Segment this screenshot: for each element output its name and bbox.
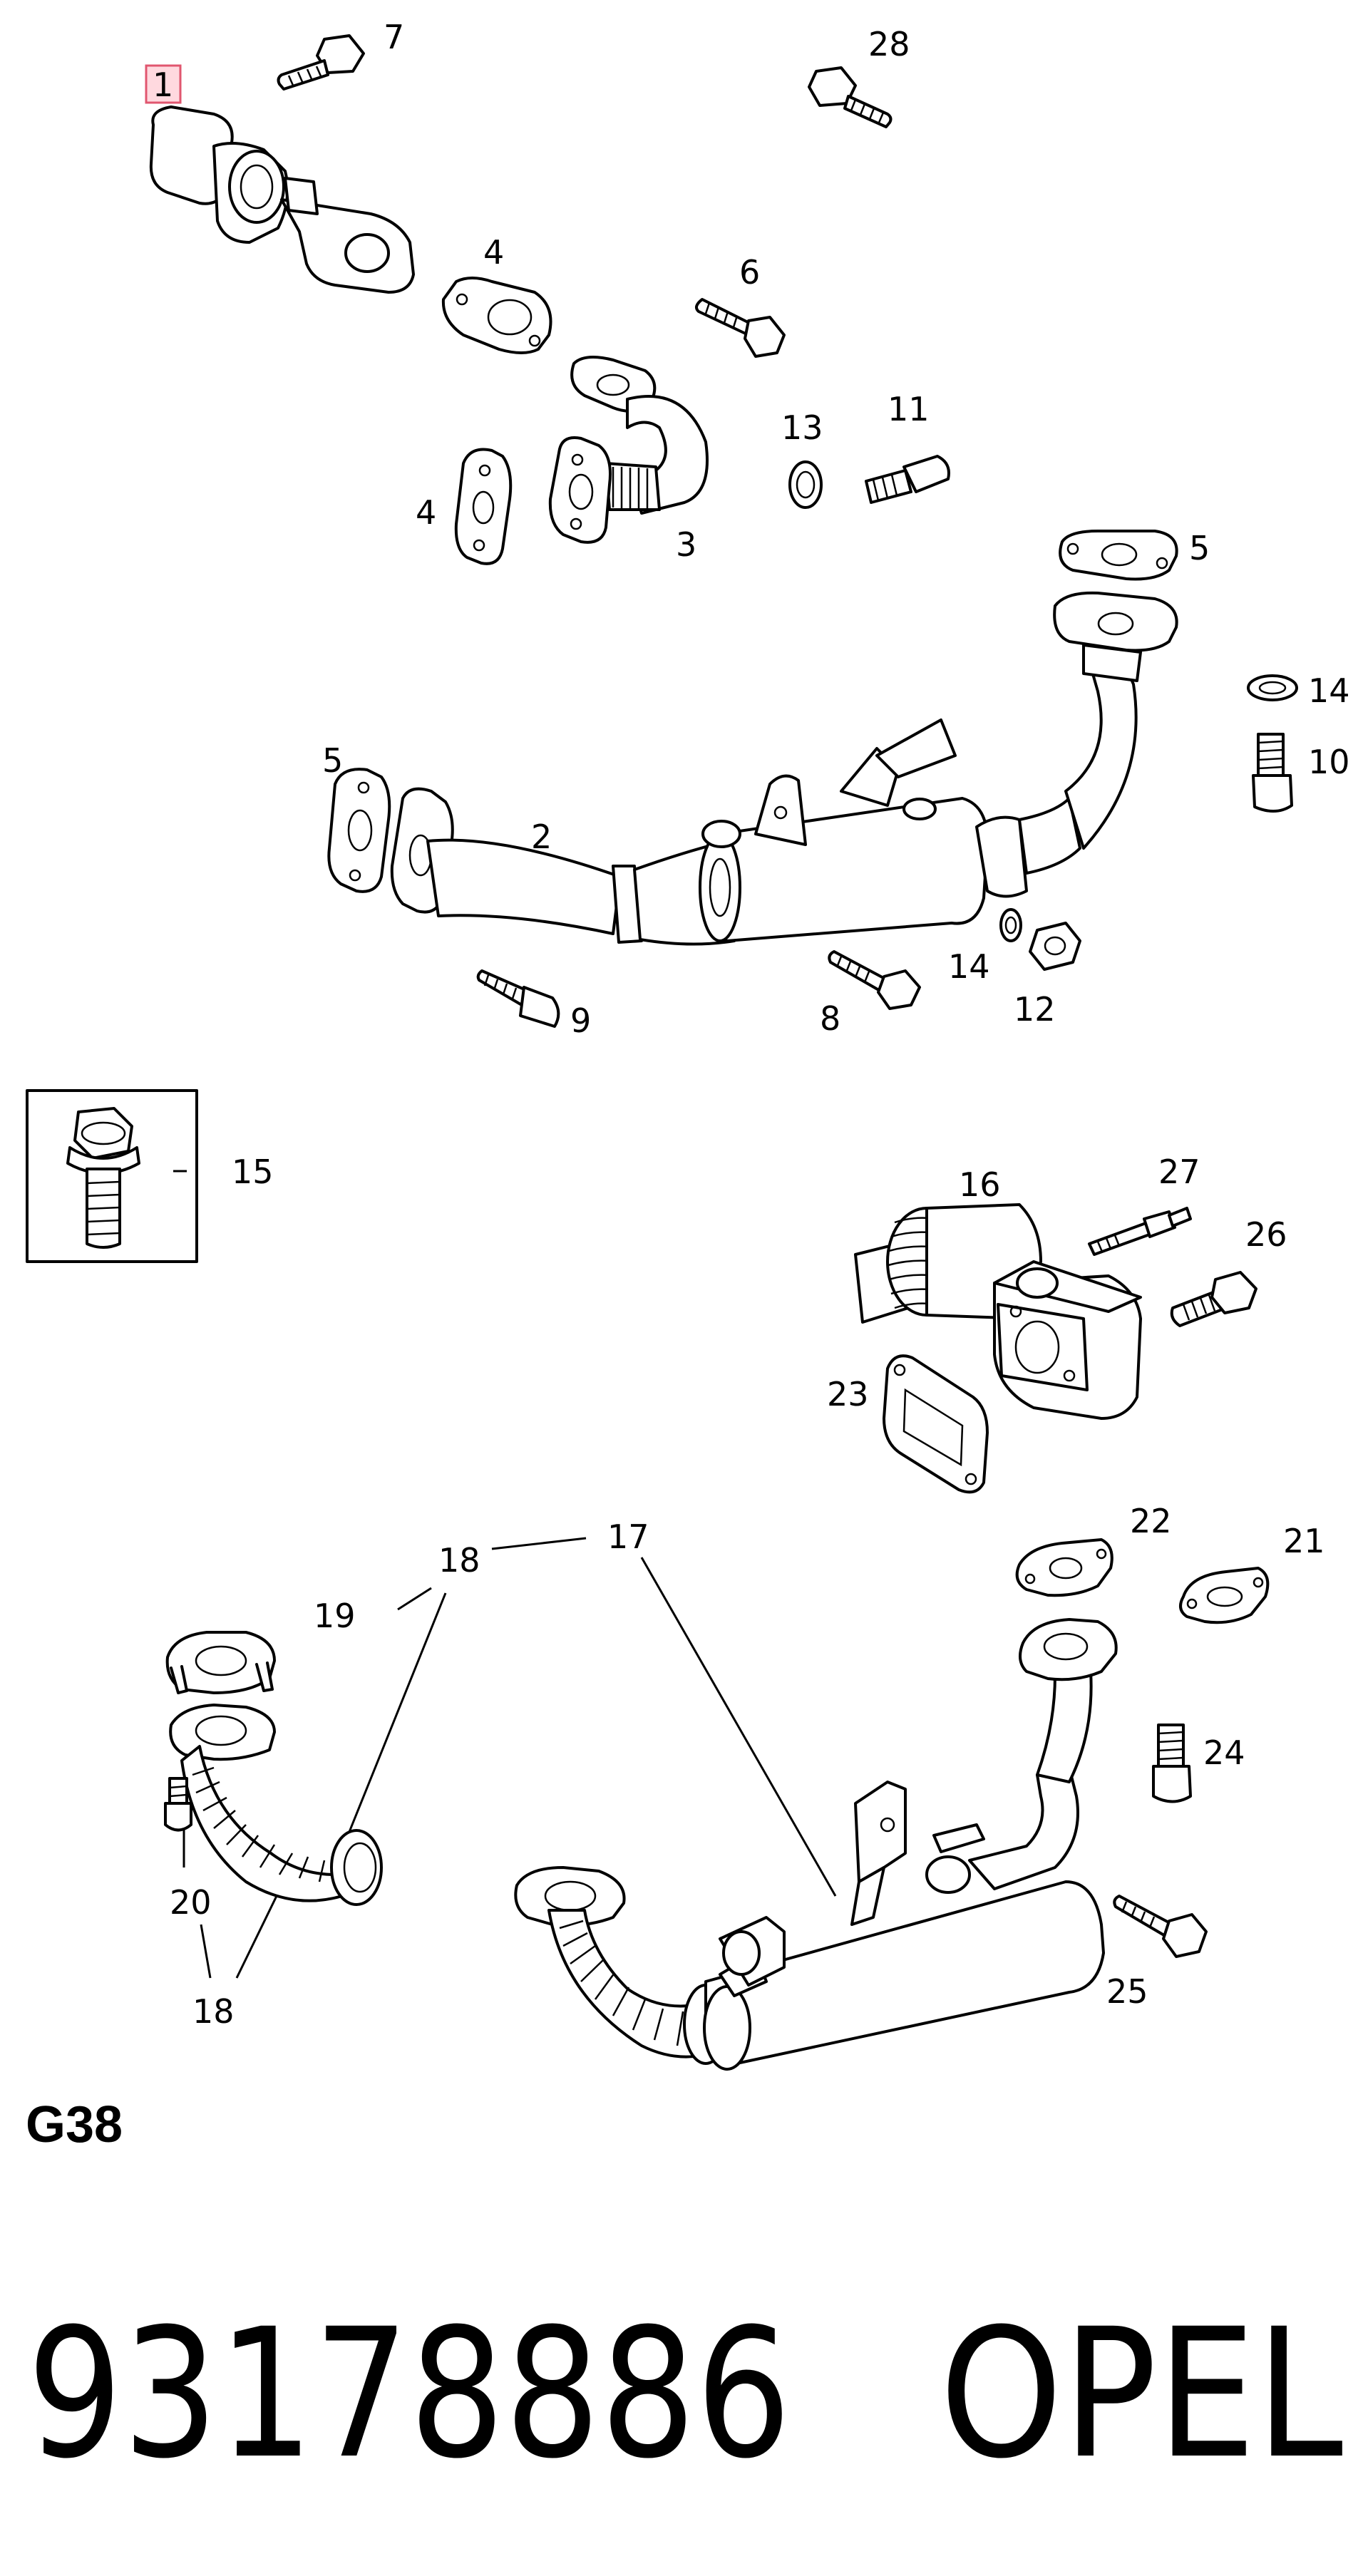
part-6-bolt[interactable] — [694, 298, 786, 358]
part-2-egr-cooler[interactable] — [390, 591, 1178, 946]
part-4-gasket-lower[interactable] — [454, 448, 513, 565]
part-9-bolt[interactable] — [476, 969, 560, 1028]
part-18-pipe-left[interactable] — [169, 1704, 383, 1906]
part-14-washer-upper[interactable] — [1247, 674, 1298, 701]
callout-1-highlight — [145, 64, 182, 104]
part-27-stud[interactable] — [1088, 1207, 1192, 1256]
callout-labels: 1 7 28 4 6 13 11 4 3 5 14 10 5 2 14 12 9… — [145, 18, 1350, 2031]
part-5-gasket-upper[interactable] — [1059, 530, 1178, 581]
part-22-gasket[interactable] — [1015, 1538, 1113, 1597]
callout-17[interactable]: 17 — [607, 1518, 649, 1556]
callout-2[interactable]: 2 — [531, 818, 552, 856]
callout-13[interactable]: 13 — [781, 408, 823, 447]
callout-27[interactable]: 27 — [1158, 1153, 1200, 1191]
callout-25[interactable]: 25 — [1106, 1972, 1148, 2011]
callout-24[interactable]: 24 — [1203, 1733, 1245, 1772]
part-number: 93178886 — [27, 2290, 791, 2498]
callout-14-upper[interactable]: 14 — [1308, 671, 1350, 710]
section-code: G38 — [26, 2096, 123, 2153]
callout-28[interactable]: 28 — [868, 25, 910, 63]
part-14-washer-lower[interactable] — [999, 908, 1022, 942]
part-13-washer[interactable] — [788, 460, 823, 509]
part-24-bolt[interactable] — [1152, 1724, 1192, 1803]
callout-5-left[interactable]: 5 — [322, 741, 343, 780]
callout-5-upper[interactable]: 5 — [1189, 529, 1210, 567]
brand-name: OPEL — [940, 2290, 1343, 2498]
part-19-gasket[interactable] — [165, 1631, 276, 1694]
callout-12[interactable]: 12 — [1014, 990, 1056, 1029]
callout-23[interactable]: 23 — [827, 1375, 869, 1413]
part-25-bolt[interactable] — [1113, 1895, 1208, 1958]
part-16-egr-valve[interactable] — [854, 1203, 1142, 1420]
part-5-gasket-left[interactable] — [327, 768, 391, 893]
callout-14-lower[interactable]: 14 — [948, 947, 990, 986]
part-26-bolt[interactable] — [1170, 1271, 1257, 1327]
part-15-box[interactable] — [26, 1089, 198, 1263]
part-8-bolt[interactable] — [828, 950, 921, 1010]
callout-8[interactable]: 8 — [820, 999, 840, 1038]
part-10-bolt[interactable] — [1252, 733, 1293, 813]
part-23-gasket[interactable] — [883, 1354, 989, 1494]
callout-19[interactable]: 19 — [314, 1597, 356, 1635]
callout-18-lower[interactable]: 18 — [192, 1992, 235, 2031]
callout-3[interactable]: 3 — [676, 525, 696, 564]
part-17-egr-cooler-assembly[interactable] — [514, 1618, 1118, 2071]
part-7-bolt[interactable] — [277, 34, 365, 91]
callout-11[interactable]: 11 — [888, 390, 930, 428]
callout-16[interactable]: 16 — [959, 1165, 1001, 1204]
callout-9[interactable]: 9 — [570, 1001, 591, 1040]
callout-6[interactable]: 6 — [739, 253, 760, 292]
callout-21[interactable]: 21 — [1283, 1522, 1325, 1560]
callout-4-upper[interactable]: 4 — [483, 233, 504, 272]
part-21-gasket[interactable] — [1179, 1567, 1270, 1624]
part-11-bolt[interactable] — [865, 455, 950, 504]
callout-10[interactable]: 10 — [1308, 743, 1350, 781]
part-1-egr-valve[interactable] — [149, 105, 415, 294]
part-12-nut[interactable] — [1029, 922, 1081, 971]
callout-15[interactable]: 15 — [232, 1153, 274, 1191]
part-4-gasket-upper[interactable] — [441, 277, 552, 354]
callout-4-lower[interactable]: 4 — [416, 493, 436, 532]
callout-20[interactable]: 20 — [170, 1883, 212, 1922]
callout-22[interactable]: 22 — [1130, 1502, 1172, 1540]
callout-7[interactable]: 7 — [384, 18, 404, 56]
part-28-bolt[interactable] — [808, 66, 893, 128]
leader-lines — [173, 1170, 837, 1979]
part-20-screw[interactable] — [164, 1777, 192, 1832]
part-3-pipe[interactable] — [548, 356, 709, 544]
callout-1[interactable]: 1 — [153, 66, 173, 104]
callout-26[interactable]: 26 — [1245, 1215, 1287, 1254]
callout-18-upper[interactable]: 18 — [438, 1541, 480, 1580]
